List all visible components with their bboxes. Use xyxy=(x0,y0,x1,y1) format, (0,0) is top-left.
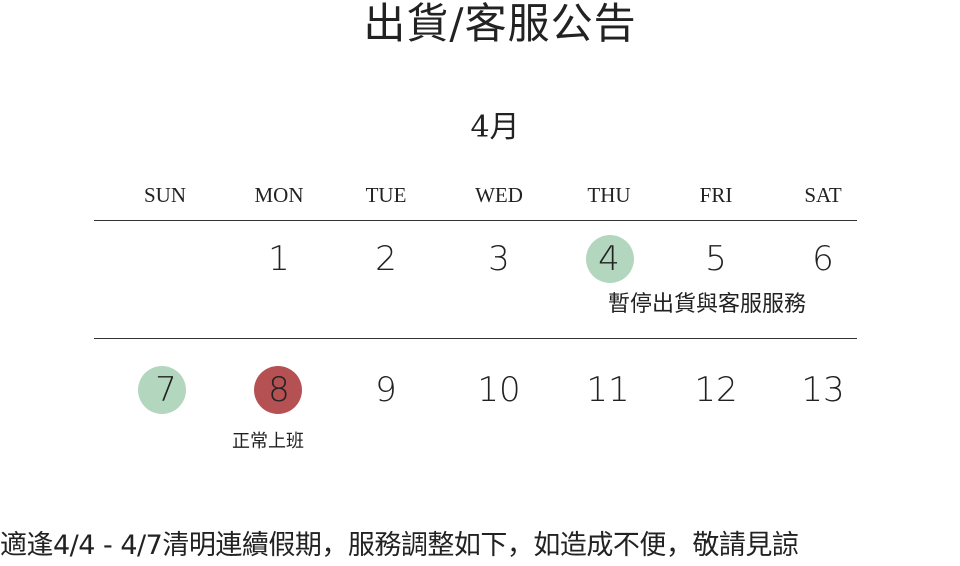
day-cell: 7 xyxy=(155,370,177,410)
day-cell: 13 xyxy=(801,370,845,410)
day-cell: 9 xyxy=(375,370,397,410)
announcement-text: 適逢4/4 - 4/7清明連續假期，服務調整如下，如造成不便，敬請見諒 xyxy=(0,530,799,561)
weekday-sat: SAT xyxy=(804,183,842,207)
day-cell: 10 xyxy=(477,370,521,410)
weekday-header: SUN MON TUE WED THU FRI SAT xyxy=(110,182,880,208)
weekday-sun: SUN xyxy=(143,183,186,207)
weekday-mon: MON xyxy=(254,183,304,207)
divider-top xyxy=(94,220,857,221)
day-cell xyxy=(135,229,195,289)
weekday-tue: TUE xyxy=(365,183,407,207)
weekday-wed: WED xyxy=(475,183,523,207)
day-cell: 6 xyxy=(812,239,834,279)
highlight-circle-normal xyxy=(254,366,302,414)
day-cell: 1 xyxy=(268,239,290,279)
day-cell: 2 xyxy=(375,239,397,279)
normal-work-note: 正常上班 xyxy=(232,431,304,452)
page-title: 出貨/客服公告 xyxy=(363,0,637,48)
weekday-thu: THU xyxy=(587,183,631,207)
day-cell: 4 xyxy=(598,239,620,279)
month-label: 4月 xyxy=(470,110,520,145)
weekday-fri: FRI xyxy=(699,183,733,207)
day-cell: 11 xyxy=(586,370,630,410)
highlight-circle-suspended xyxy=(586,235,634,283)
day-cell: 8 xyxy=(268,370,290,410)
day-cell: 12 xyxy=(694,370,738,410)
day-cell: 5 xyxy=(705,239,727,279)
highlight-circle-suspended xyxy=(138,366,186,414)
day-cell: 3 xyxy=(488,239,510,279)
divider-middle xyxy=(94,338,857,339)
suspension-note: 暫停出貨與客服服務 xyxy=(608,292,807,317)
